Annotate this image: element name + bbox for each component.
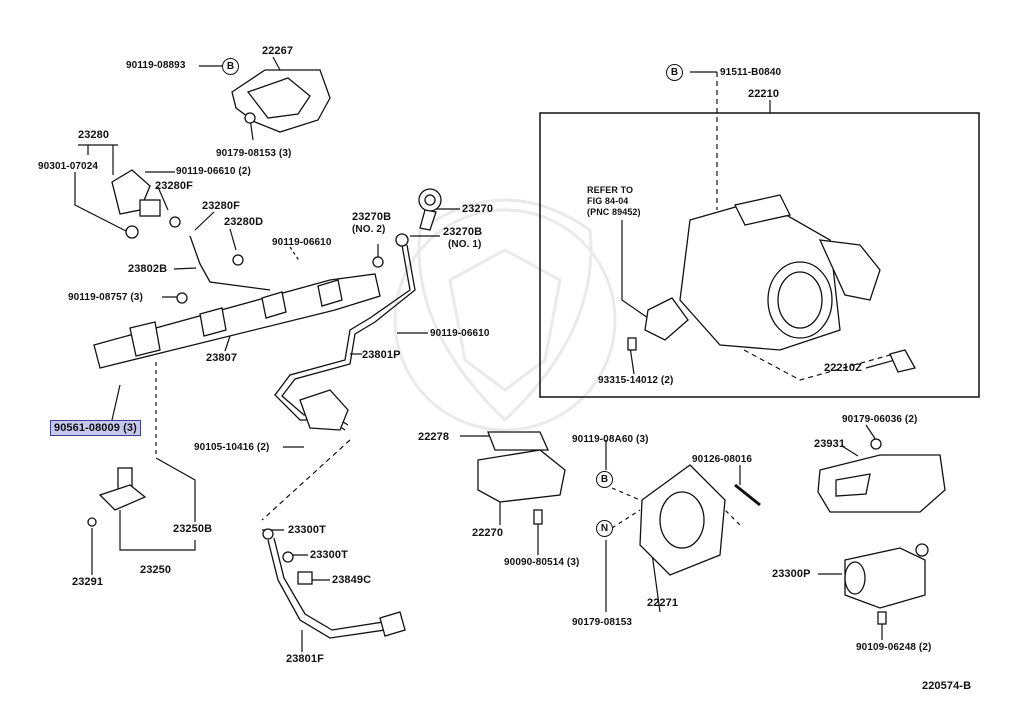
part-label-no1: (NO. 1)	[448, 239, 482, 250]
pulsation-damper-23270	[418, 188, 442, 231]
part-label-23280[interactable]: 23280	[78, 129, 110, 141]
part-label-91511-b0840[interactable]: 91511-B0840	[720, 67, 782, 78]
part-label-22210z[interactable]: 22210Z	[824, 362, 862, 374]
fuel-hose-23801F	[262, 528, 406, 639]
part-label-23280d[interactable]: 23280D	[224, 216, 264, 228]
part-label-90109-06248-2[interactable]: 90109-06248 (2)	[856, 642, 932, 653]
part-label-22271[interactable]: 22271	[647, 597, 679, 609]
refer-note-line3: (PNC 89452)	[587, 207, 641, 217]
part-label-90179-08153[interactable]: 90179-08153	[572, 617, 633, 628]
part-label-90119-06610-2[interactable]: 90119-06610 (2)	[176, 166, 251, 177]
part-label-23807[interactable]: 23807	[206, 352, 238, 364]
part-label-90119-06610-a[interactable]: 90119-06610	[272, 237, 332, 248]
part-label-23801f[interactable]: 23801F	[286, 653, 324, 665]
part-label-23250[interactable]: 23250	[140, 564, 172, 576]
part-label-23802b[interactable]: 23802B	[128, 263, 168, 275]
part-label-23801p[interactable]: 23801P	[362, 349, 401, 361]
part-label-22267[interactable]: 22267	[262, 45, 294, 57]
part-label-23300t-b[interactable]: 23300T	[310, 549, 348, 561]
part-label-23280f-b[interactable]: 23280F	[202, 200, 240, 212]
part-label-93315-14012-2[interactable]: 93315-14012 (2)	[598, 375, 674, 386]
part-label-90105-10416-2[interactable]: 90105-10416 (2)	[194, 442, 270, 453]
part-label-90119-08757-3[interactable]: 90119-08757 (3)	[68, 292, 143, 303]
bracket-22267	[231, 69, 331, 133]
part-label-90179-06036-2[interactable]: 90179-06036 (2)	[842, 414, 918, 425]
pressure-regulator-23280	[111, 169, 181, 239]
callout-b-right: B	[666, 64, 683, 81]
callout-n-mid: N	[596, 520, 613, 537]
throttle-body-22210	[627, 194, 916, 373]
refer-note-line1: REFER TO	[587, 185, 634, 195]
part-label-23250b[interactable]: 23250B	[173, 523, 213, 535]
part-label-90119-08a60-3[interactable]: 90119-08A60 (3)	[572, 434, 649, 445]
part-label-23270b-no2[interactable]: 23270B	[352, 211, 392, 223]
part-label-90179-08153-3[interactable]: 90179-08153 (3)	[216, 148, 292, 159]
regulator-23300P	[844, 543, 929, 625]
part-label-22210[interactable]: 22210	[748, 88, 780, 100]
part-label-23270[interactable]: 23270	[462, 203, 494, 215]
refer-note-line2: FIG 84-04	[587, 196, 629, 206]
watermark-emblem	[393, 198, 617, 432]
callout-b-top: B	[222, 58, 239, 75]
fuel-rail-23807	[93, 235, 381, 369]
insulator-23931	[817, 438, 946, 513]
callout-b-mid: B	[596, 471, 613, 488]
part-label-22278[interactable]: 22278	[418, 431, 450, 443]
part-label-no2: (NO. 2)	[352, 224, 386, 235]
part-label-23849c[interactable]: 23849C	[332, 574, 372, 586]
vsv-22270	[477, 431, 566, 525]
part-label-90090-80514-3[interactable]: 90090-80514 (3)	[504, 557, 580, 568]
part-label-90126-08016[interactable]: 90126-08016	[692, 454, 753, 465]
diagram-id: 220574-B	[922, 680, 972, 692]
injector-23250	[87, 467, 147, 527]
part-label-23270b-no1[interactable]: 23270B	[443, 226, 483, 238]
fuel-pipe-23801P	[274, 233, 416, 431]
part-label-90301-07024[interactable]: 90301-07024	[38, 161, 99, 172]
part-label-22270[interactable]: 22270	[472, 527, 504, 539]
part-label-90119-06610-b[interactable]: 90119-06610	[430, 328, 490, 339]
part-label-23280f-a[interactable]: 23280F	[155, 180, 193, 192]
part-label-23291[interactable]: 23291	[72, 576, 104, 588]
part-label-90119-08893[interactable]: 90119-08893	[126, 60, 186, 71]
part-label-23300t-a[interactable]: 23300T	[288, 524, 326, 536]
part-label-90561-08009-3-highlighted[interactable]: 90561-08009 (3)	[50, 420, 141, 436]
part-label-23300p[interactable]: 23300P	[772, 568, 811, 580]
part-label-23931[interactable]: 23931	[814, 438, 846, 450]
gasket-22271	[639, 464, 761, 576]
